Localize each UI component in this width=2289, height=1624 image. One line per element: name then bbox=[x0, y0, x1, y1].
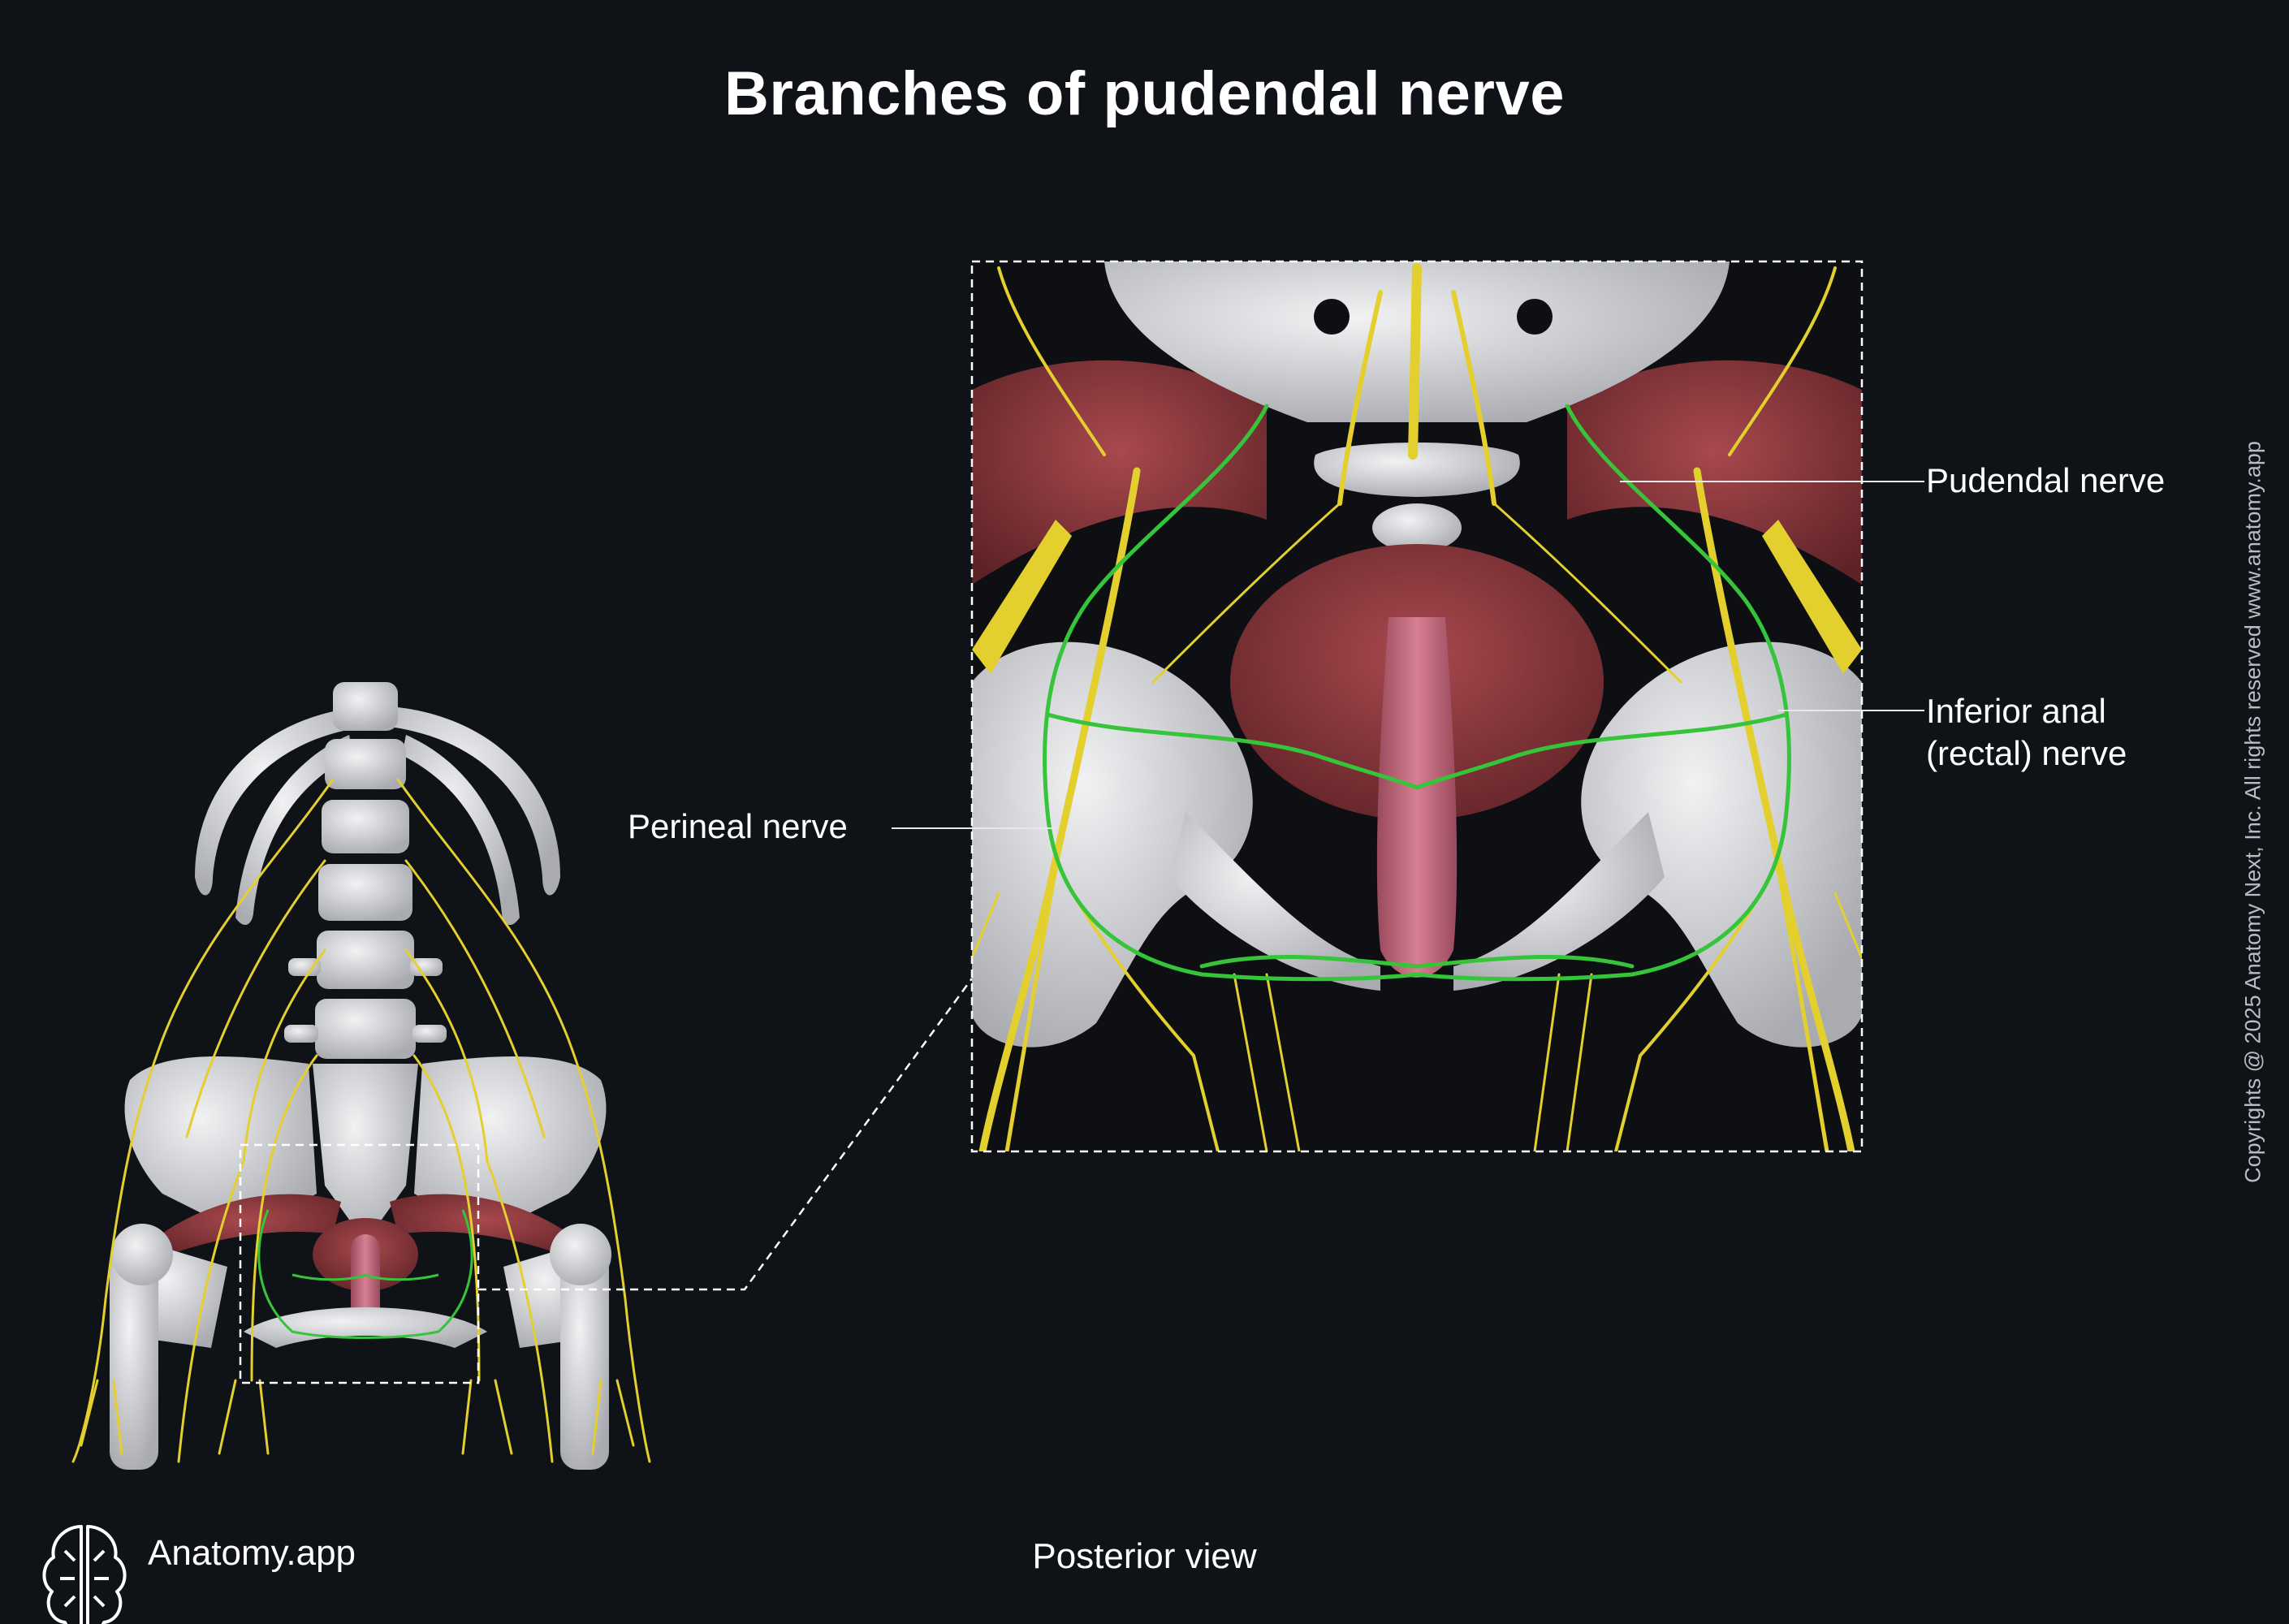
inferior-anal-nerve-label-line1: Inferior anal bbox=[1926, 692, 2106, 730]
zoomed-detail-frame bbox=[970, 260, 1864, 1153]
inferior-anal-nerve-label: Inferior anal (rectal) nerve bbox=[1926, 690, 2127, 775]
zoom-region-marker bbox=[239, 1143, 480, 1384]
perineal-nerve-label: Perineal nerve bbox=[628, 807, 848, 845]
zoomed-detail-figure bbox=[972, 261, 1862, 1151]
page-title: Branches of pudendal nerve bbox=[723, 59, 1566, 128]
inferior-anal-nerve-label-line2: (rectal) nerve bbox=[1926, 734, 2127, 772]
brain-icon bbox=[42, 1525, 127, 1624]
pudendal-nerve-label: Pudendal nerve bbox=[1926, 461, 2166, 499]
brand-name: Anatomy.app bbox=[148, 1533, 356, 1573]
overview-pelvis-figure bbox=[71, 682, 651, 1470]
zoom-connector-line bbox=[478, 978, 974, 1291]
view-caption: Posterior view bbox=[1032, 1536, 1257, 1576]
copyright-notice: Copyrights @ 2025 Anatomy Next, Inc. All… bbox=[2240, 441, 2265, 1183]
